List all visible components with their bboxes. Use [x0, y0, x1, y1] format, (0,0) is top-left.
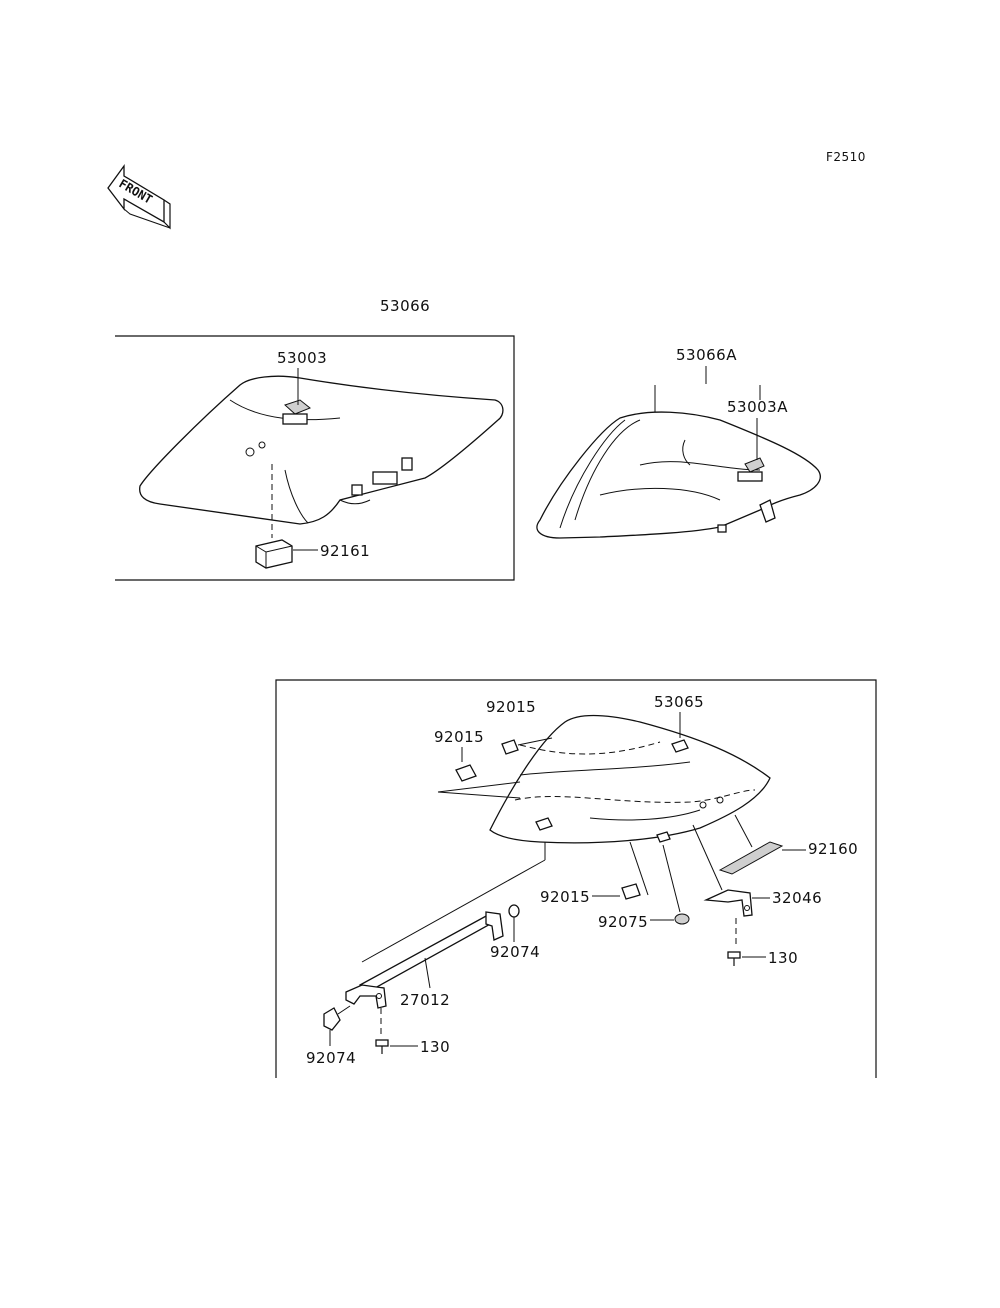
label-strap-rear: 53003A	[727, 398, 788, 416]
seat-cover	[489, 714, 771, 844]
seat-stay	[345, 911, 504, 1009]
seat-cover-frame	[275, 679, 877, 1078]
label-clip-bottom: 92015	[540, 888, 590, 906]
rider-seat	[139, 375, 504, 525]
pad	[718, 841, 784, 875]
label-bracket: 32046	[772, 889, 822, 907]
clip-top	[501, 737, 553, 755]
label-cap-right: 92074	[490, 943, 540, 961]
label-grommet: 92075	[598, 913, 648, 931]
label-stay: 27012	[400, 991, 450, 1009]
cap-left	[323, 1005, 351, 1031]
damper-block	[255, 464, 293, 569]
label-damper: 92161	[320, 542, 370, 560]
cap-right	[508, 904, 520, 918]
label-clip-top: 92015	[486, 698, 536, 716]
label-clip-left: 92015	[434, 728, 484, 746]
label-cap-left: 92074	[306, 1049, 356, 1067]
bolt-right	[727, 951, 741, 966]
label-bolt-right: 130	[768, 949, 798, 967]
pillion-seat	[536, 411, 821, 539]
clip-bottom	[621, 883, 641, 900]
label-bolt-left: 130	[420, 1038, 450, 1056]
label-cover: 53065	[654, 693, 704, 711]
bolt-left	[375, 1039, 389, 1054]
label-pad: 92160	[808, 840, 858, 858]
front-direction-arrow: FRONT	[107, 164, 171, 230]
clip-left	[437, 764, 521, 799]
label-pillion-seat: 53066A	[676, 346, 737, 364]
grommet	[674, 913, 690, 925]
bracket	[703, 889, 753, 917]
label-seat-assembly: 53066	[380, 297, 430, 315]
label-strap-front: 53003	[277, 349, 327, 367]
reference-code: F2510	[826, 150, 866, 164]
front-seat-frame	[115, 335, 515, 581]
